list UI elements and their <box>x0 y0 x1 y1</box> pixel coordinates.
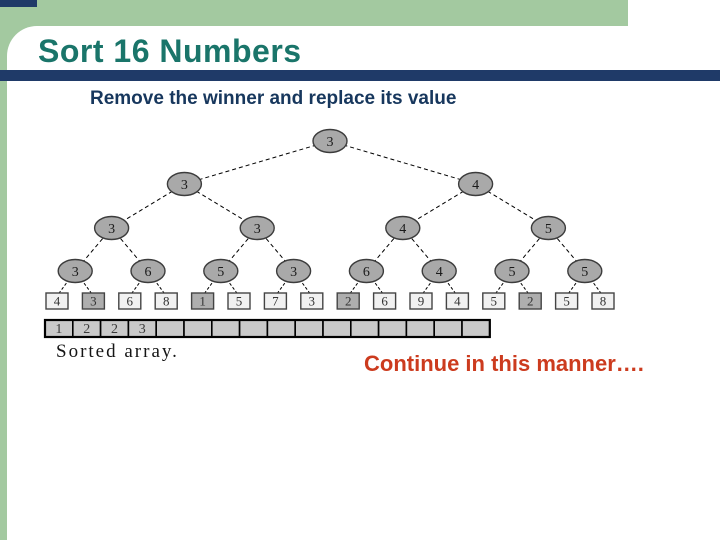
tree-node <box>530 215 567 241</box>
tree-node-value: 3 <box>327 135 334 150</box>
leaf-box-marked <box>190 292 215 310</box>
leaf-box-marked <box>81 292 106 310</box>
tree-node-value: 5 <box>581 265 588 280</box>
leaf-box <box>591 292 615 310</box>
sorted-array-cell <box>238 319 269 338</box>
leaf-value: 9 <box>418 294 425 309</box>
tree-node-value: 5 <box>509 265 516 280</box>
tree-node <box>93 215 130 241</box>
leaf-box <box>482 292 506 310</box>
sorted-array-cell <box>211 319 241 338</box>
tree-node-value: 4 <box>436 265 443 280</box>
tree-node-value: 6 <box>145 265 152 280</box>
tree-node-value: 5 <box>545 222 552 237</box>
sorted-array-cell <box>461 319 491 338</box>
leaf-box <box>154 292 178 310</box>
slide-subtitle: Remove the winner and replace its value <box>90 88 457 109</box>
tree-node-value: 5 <box>217 265 224 280</box>
leaf-box <box>409 292 433 310</box>
tree-node-value: 3 <box>181 178 188 193</box>
leaf-value: 2 <box>345 294 352 309</box>
sorted-array-cell <box>405 319 435 338</box>
tree-node <box>130 258 166 284</box>
leaf-value: 8 <box>163 294 170 309</box>
leaf-value: 4 <box>454 294 461 309</box>
leaf-value: 6 <box>127 294 134 309</box>
tree-node <box>239 215 275 241</box>
tree-edge <box>329 140 476 185</box>
sorted-array-value: 2 <box>83 322 90 337</box>
leaf-box <box>372 292 397 310</box>
leaf-box <box>263 292 288 310</box>
leaf-box <box>227 292 251 310</box>
leaf-value: 1 <box>199 294 206 309</box>
tree-node <box>494 258 530 284</box>
leaf-box-marked <box>336 292 360 310</box>
tree-node <box>312 128 348 154</box>
sorted-array-cell <box>322 319 352 338</box>
tree-node-value: 3 <box>72 265 79 280</box>
sorted-array-value: 2 <box>111 322 118 337</box>
leaf-value: 3 <box>90 294 97 309</box>
sorted-array-outline <box>43 318 491 339</box>
leaf-value: 4 <box>54 294 61 309</box>
sorted-array-cell <box>266 319 296 338</box>
title-underline-bar <box>0 70 720 81</box>
continue-note: Continue in this manner…. <box>364 351 644 376</box>
sorted-array-cell <box>433 319 463 338</box>
tree-node <box>203 258 239 284</box>
leaf-box <box>300 292 324 310</box>
sorted-array-cell <box>294 319 324 338</box>
tree-node <box>421 258 457 284</box>
leaf-value: 7 <box>272 294 279 309</box>
tree-node <box>57 258 93 284</box>
tree-node-value: 4 <box>399 222 406 237</box>
leaf-value: 3 <box>309 294 316 309</box>
sorted-array-cell <box>155 319 185 338</box>
tree-node-value: 4 <box>472 178 479 193</box>
leaf-box-marked <box>518 292 542 310</box>
tree-node <box>457 171 494 197</box>
left-green-stripe <box>0 0 7 540</box>
leaf-box <box>118 292 142 310</box>
leaf-value: 5 <box>563 294 570 309</box>
sorted-array-value: 3 <box>139 322 146 337</box>
sorted-array-value: 1 <box>55 322 62 337</box>
tree-node-value: 3 <box>108 222 115 237</box>
tree-node <box>348 258 385 284</box>
leaf-value: 6 <box>381 294 388 309</box>
leaf-value: 8 <box>600 294 607 309</box>
slide-title: Sort 16 Numbers <box>38 33 302 69</box>
tree-node-value: 6 <box>363 265 370 280</box>
corner-accent-bar <box>0 0 37 7</box>
tree-node <box>567 258 603 284</box>
tree-node <box>166 171 203 197</box>
leaf-value: 2 <box>527 294 534 309</box>
sorted-array-cell <box>183 319 213 338</box>
tree-node-value: 3 <box>290 265 297 280</box>
leaf-value: 5 <box>236 294 243 309</box>
leaf-value: 5 <box>491 294 498 309</box>
tree-edge <box>184 140 331 185</box>
leaf-box <box>554 292 579 310</box>
tree-node <box>385 215 421 241</box>
leaf-box <box>445 292 470 310</box>
tree-node <box>275 258 312 284</box>
leaf-box <box>45 292 69 310</box>
sorted-array-cell <box>377 319 408 338</box>
sorted-array-caption: Sorted array. <box>56 341 179 362</box>
sorted-array-cell <box>349 319 380 338</box>
tree-node-value: 3 <box>254 222 261 237</box>
